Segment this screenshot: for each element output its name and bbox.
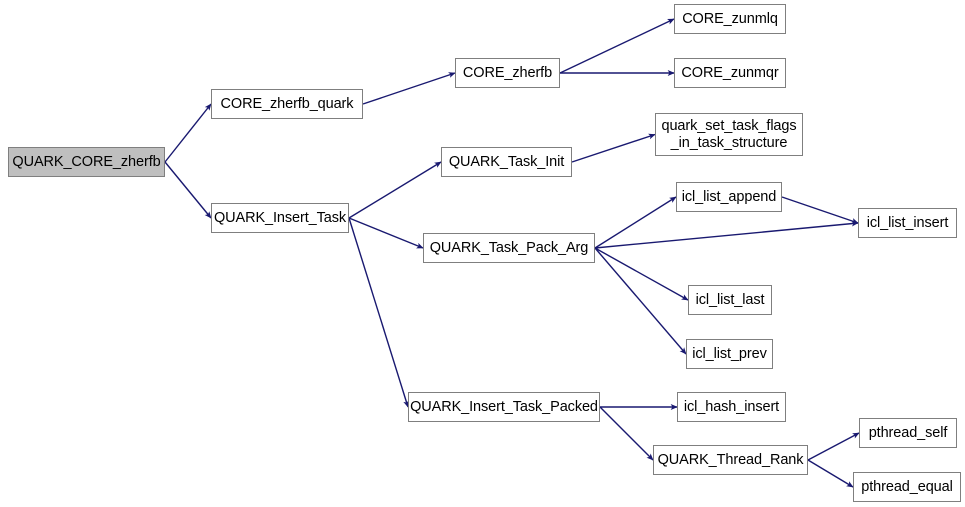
graph-node-label: quark_set_task_flags _in_task_structure bbox=[661, 117, 797, 151]
graph-node-icl_hash_insert[interactable]: icl_hash_insert bbox=[677, 392, 786, 422]
graph-edge-core_zherfb-to-core_zunmlq bbox=[559, 18, 675, 74]
graph-node-quark_task_init[interactable]: QUARK_Task_Init bbox=[441, 147, 572, 177]
graph-edge-quark_task_pack_arg-to-icl_list_insert bbox=[594, 220, 859, 249]
graph-node-quark_task_pack_arg[interactable]: QUARK_Task_Pack_Arg bbox=[423, 233, 595, 263]
graph-node-label: QUARK_CORE_zherfb bbox=[12, 153, 161, 170]
graph-node-label: icl_list_prev bbox=[692, 345, 767, 362]
graph-edge-quark_insert_task_packed-to-quark_thread_rank bbox=[599, 406, 654, 461]
graph-node-pthread_self[interactable]: pthread_self bbox=[859, 418, 957, 448]
graph-node-label: CORE_zherfb_quark bbox=[220, 95, 354, 112]
graph-edge-icl_list_append-to-icl_list_insert bbox=[781, 196, 859, 224]
graph-node-label: icl_hash_insert bbox=[683, 398, 780, 415]
graph-node-core_zherfb[interactable]: CORE_zherfb bbox=[455, 58, 560, 88]
graph-node-label: icl_list_append bbox=[681, 188, 777, 205]
graph-node-pthread_equal[interactable]: pthread_equal bbox=[853, 472, 961, 502]
graph-edge-quark_insert_task-to-quark_insert_task_packed bbox=[348, 217, 409, 408]
graph-node-quark_thread_rank[interactable]: QUARK_Thread_Rank bbox=[653, 445, 808, 475]
graph-edge-quark_core_zherfb-to-quark_insert_task bbox=[164, 161, 212, 219]
graph-edge-quark_task_pack_arg-to-icl_list_append bbox=[594, 196, 677, 249]
graph-node-core_zherfb_quark[interactable]: CORE_zherfb_quark bbox=[211, 89, 363, 119]
graph-edge-quark_core_zherfb-to-core_zherfb_quark bbox=[164, 103, 212, 163]
graph-edge-quark_thread_rank-to-pthread_equal bbox=[807, 459, 854, 488]
graph-node-icl_list_last[interactable]: icl_list_last bbox=[688, 285, 772, 315]
graph-node-icl_list_append[interactable]: icl_list_append bbox=[676, 182, 782, 212]
graph-node-label: CORE_zherfb bbox=[462, 64, 553, 81]
graph-edge-quark_insert_task-to-quark_task_pack_arg bbox=[348, 217, 424, 249]
graph-node-label: QUARK_Insert_Task_Packed bbox=[410, 398, 598, 415]
graph-node-quark_insert_task[interactable]: QUARK_Insert_Task bbox=[211, 203, 349, 233]
graph-edge-quark_insert_task-to-quark_task_init bbox=[348, 161, 442, 219]
graph-node-label: CORE_zunmlq bbox=[682, 10, 778, 27]
graph-edge-quark_task_pack_arg-to-icl_list_prev bbox=[594, 247, 687, 355]
graph-node-core_zunmqr[interactable]: CORE_zunmqr bbox=[674, 58, 786, 88]
graph-node-quark_set_task_flags[interactable]: quark_set_task_flags _in_task_structure bbox=[655, 113, 803, 156]
graph-node-quark_insert_task_packed[interactable]: QUARK_Insert_Task_Packed bbox=[408, 392, 600, 422]
graph-node-label: QUARK_Task_Pack_Arg bbox=[429, 239, 589, 256]
graph-node-label: QUARK_Insert_Task bbox=[213, 209, 347, 226]
graph-node-core_zunmlq[interactable]: CORE_zunmlq bbox=[674, 4, 786, 34]
graph-node-quark_core_zherfb[interactable]: QUARK_CORE_zherfb bbox=[8, 147, 165, 177]
graph-node-icl_list_prev[interactable]: icl_list_prev bbox=[686, 339, 773, 369]
graph-node-label: pthread_equal bbox=[861, 478, 953, 495]
graph-edge-quark_task_pack_arg-to-icl_list_last bbox=[594, 247, 689, 301]
graph-node-icl_list_insert[interactable]: icl_list_insert bbox=[858, 208, 957, 238]
graph-node-label: CORE_zunmqr bbox=[681, 64, 779, 81]
graph-edge-quark_thread_rank-to-pthread_self bbox=[807, 432, 860, 461]
graph-node-label: pthread_self bbox=[868, 424, 948, 441]
graph-node-label: QUARK_Thread_Rank bbox=[657, 451, 804, 468]
graph-node-label: icl_list_insert bbox=[866, 214, 949, 231]
graph-edge-quark_task_init-to-quark_set_task_flags bbox=[571, 133, 656, 163]
graph-node-label: icl_list_last bbox=[695, 291, 765, 308]
graph-node-label: QUARK_Task_Init bbox=[448, 153, 565, 170]
graph-edge-core_zherfb_quark-to-core_zherfb bbox=[362, 72, 456, 105]
